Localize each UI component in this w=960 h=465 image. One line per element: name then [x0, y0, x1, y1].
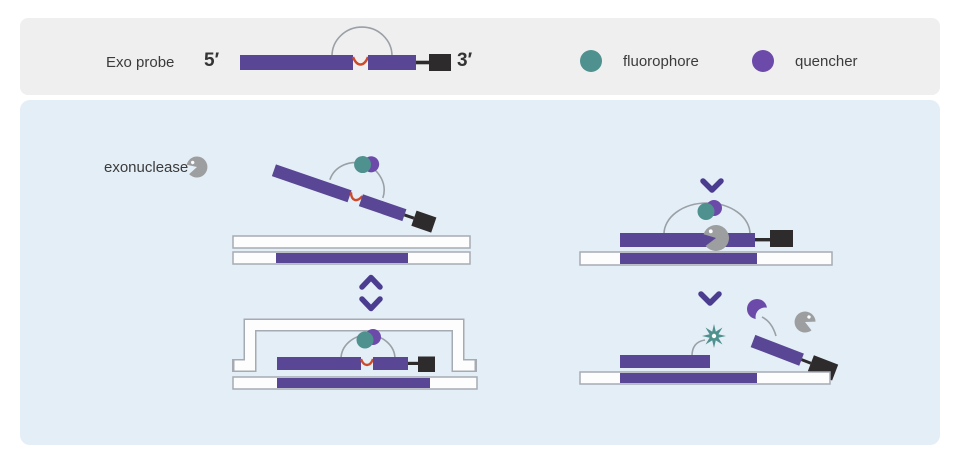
template-target-region [277, 378, 430, 388]
tilted-probe [271, 156, 437, 233]
mechanism-panel [20, 100, 940, 445]
step-fluorophore-released [579, 299, 839, 385]
probe-3prime-segment [358, 194, 407, 222]
step-probe-approaching [232, 156, 471, 265]
fluorescence-burst-icon [702, 324, 726, 348]
chevron-down-icon [698, 291, 722, 306]
linker [801, 358, 812, 365]
burst-center [711, 333, 717, 339]
linker [408, 361, 418, 365]
probe-3prime-segment [750, 334, 804, 366]
end-block [770, 230, 793, 247]
fluorophore-legend-dot [580, 50, 602, 72]
three-prime-label: 3′ [457, 50, 473, 71]
exonuclease-eye [190, 160, 195, 165]
end-block [411, 210, 437, 233]
linker [416, 60, 429, 65]
chevron-down-icon [359, 296, 383, 312]
cleavage-site [359, 358, 375, 367]
end-block [429, 54, 451, 71]
probe-strand [620, 233, 755, 247]
chevron-down-icon [700, 178, 724, 193]
probe-5prime-segment [271, 164, 352, 203]
template-target-region [276, 253, 408, 263]
end-block [418, 356, 435, 372]
linker [755, 238, 770, 242]
cleavage-site [349, 192, 364, 202]
linker [403, 213, 415, 220]
probe-3prime-segment [373, 357, 408, 370]
quenching-arc [331, 26, 393, 57]
fluorophore-arc [691, 339, 706, 357]
top-strand [232, 235, 471, 249]
exo-probe-diagram [240, 26, 451, 71]
step-probe-hybridized [232, 318, 478, 390]
probe-legend-banner [20, 18, 940, 95]
probe-5prime-segment [240, 55, 353, 70]
quencher-legend-dot [752, 50, 774, 72]
fluorophore-legend-label: fluorophore [623, 53, 699, 70]
template-target-region [620, 253, 757, 264]
quencher-legend-label: quencher [795, 53, 858, 70]
quencher-crescent-icon [747, 299, 775, 327]
cleaved-5prime-fragment [620, 355, 710, 368]
exonuclease-icon [794, 311, 816, 333]
exonuclease-eye [708, 229, 713, 234]
chevron-up-icon [359, 274, 383, 290]
quencher-arc [761, 316, 777, 337]
cleavage-site [351, 56, 370, 66]
enzyme-label: exonuclease [104, 159, 189, 176]
fluorophore-dot [697, 203, 715, 220]
five-prime-label: 5′ [204, 50, 220, 71]
probe-label: Exo probe [106, 54, 175, 71]
step-exonuclease-cleaving [579, 200, 833, 266]
template-target-region [620, 373, 757, 383]
exonuclease-icon [186, 156, 208, 178]
fluorophore-dot [354, 156, 372, 174]
exonuclease-eye [807, 315, 811, 319]
displaced-strand-fill [234, 320, 475, 371]
probe-5prime-segment [277, 357, 361, 370]
probe-3prime-segment [368, 55, 416, 70]
fluorophore-dot [356, 331, 374, 349]
exonuclease-icon [703, 225, 729, 251]
